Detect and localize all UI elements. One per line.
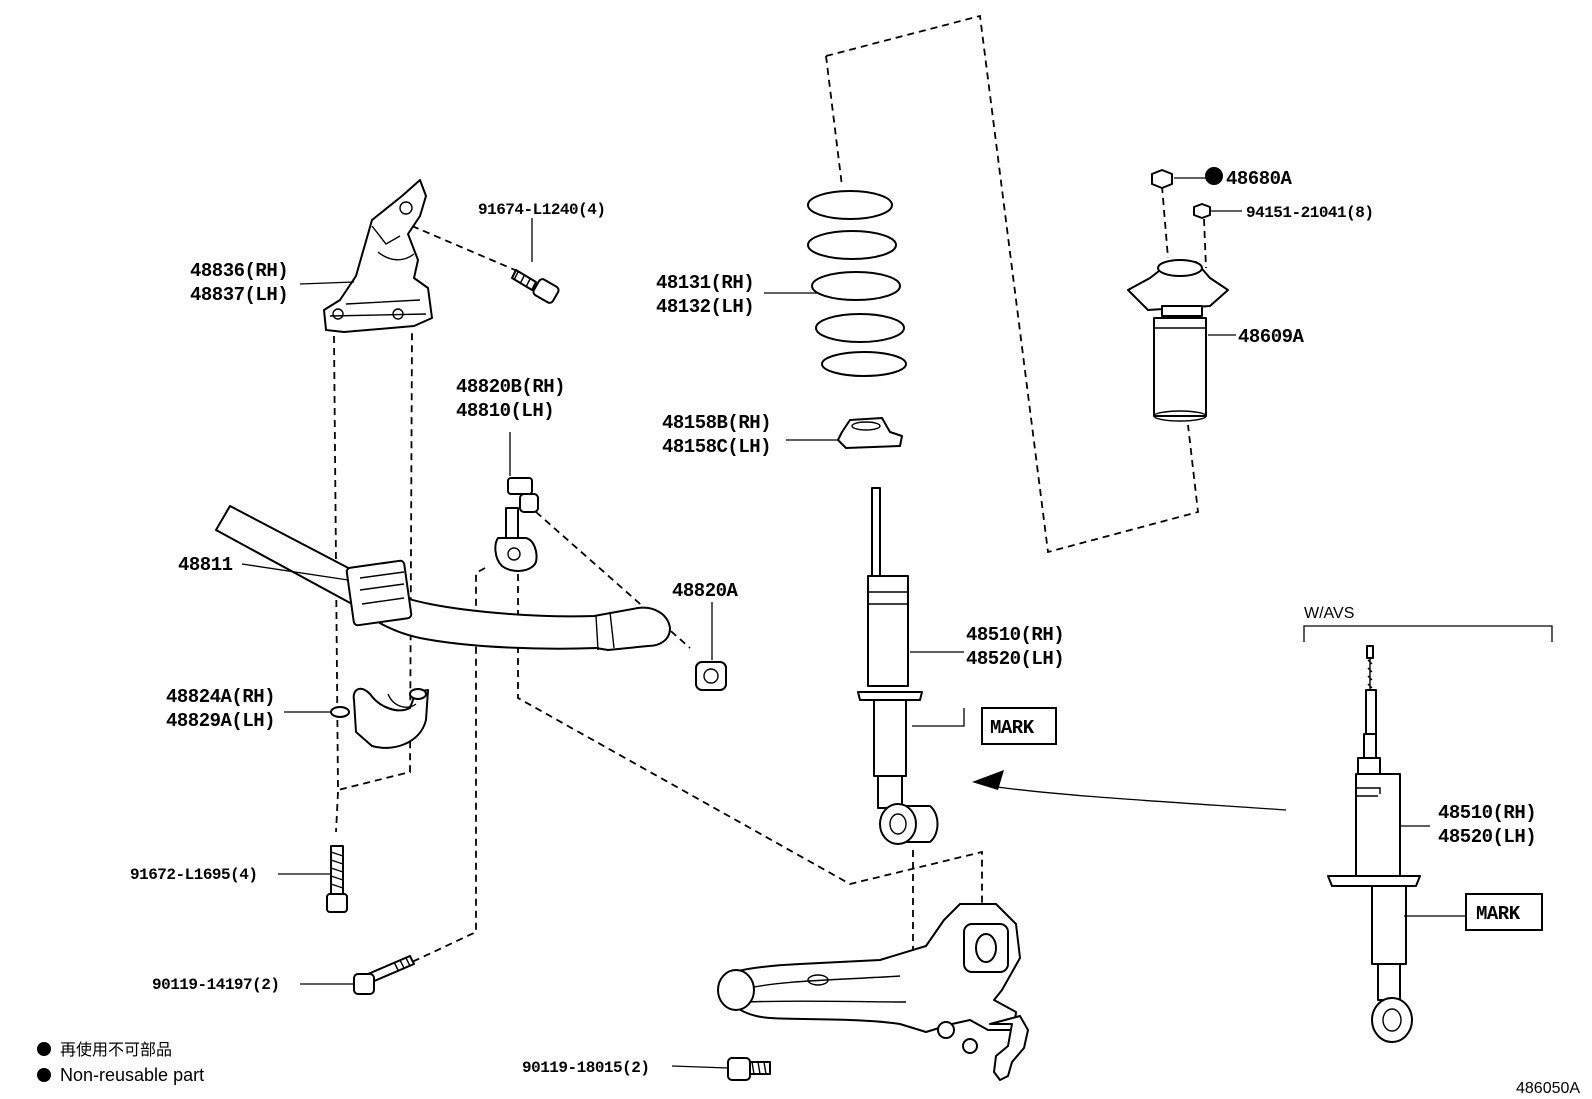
label-shock-lh: 48520(LH) (966, 648, 1064, 670)
label-bolt-arm2: 90119-18015(2) (522, 1059, 649, 1077)
label-mark: MARK (990, 717, 1035, 739)
label-bolt-bracket: 91672-L1695(4) (130, 866, 257, 884)
lower-control-arm (717, 903, 1029, 1081)
link-nut-icon (695, 661, 727, 691)
legend: 再使用不可部品 Non-reusable part (37, 1040, 204, 1085)
figure-id: 486050A (1516, 1080, 1580, 1097)
label-bracket-rh: 48836(RH) (190, 260, 288, 282)
avs-mark-box (1465, 893, 1543, 931)
spring-insulator (837, 417, 903, 449)
label-insulator-lh: 48158C(LH) (662, 436, 771, 458)
label-stabilizer-bar: 48811 (178, 554, 233, 576)
legend-dot-icon (37, 1042, 51, 1056)
bolt-91672-icon (326, 845, 348, 913)
legend-japanese: 再使用不可部品 (60, 1040, 172, 1059)
legend-english: Non-reusable part (60, 1065, 204, 1085)
stabilizer-bracket (323, 179, 433, 333)
top-nut-icon (1151, 169, 1173, 189)
label-link-nut: 48820A (672, 580, 739, 602)
non-reusable-dot-icon (1205, 167, 1223, 185)
suspension-support (1127, 259, 1229, 422)
label-bushing-rh: 48824A(RH) (166, 686, 275, 708)
mount-nut-icon (1193, 203, 1211, 219)
label-spring-rh: 48131(RH) (656, 272, 754, 294)
bolt-91674-icon (511, 269, 560, 304)
assembly-dashed-lines (333, 14, 1207, 1006)
bolt-90119-14197-icon (353, 955, 415, 995)
label-nut-mount: 94151-21041(8) (1246, 204, 1373, 222)
part-labels: 48836(RH) 48837(LH) 91674-L1240(4) 48131… (130, 168, 1537, 1077)
label-avs-mark: MARK (1476, 903, 1521, 925)
label-avs-shock-rh: 48510(RH) (1438, 802, 1536, 824)
label-link-lh: 48810(LH) (456, 400, 554, 422)
stabilizer-link (494, 477, 539, 572)
stabilizer-bar (215, 505, 671, 651)
label-bracket-lh: 48837(LH) (190, 284, 288, 306)
avs-arrow (972, 770, 1287, 811)
label-shock-rh: 48510(RH) (966, 624, 1064, 646)
legend-dot-icon (37, 1068, 51, 1082)
avs-shock-absorber (1327, 645, 1421, 1043)
label-nut-top: 48680A (1226, 168, 1293, 190)
shock-absorber (857, 487, 939, 845)
label-bushing-lh: 48829A(LH) (166, 710, 275, 732)
leader-lines (241, 177, 1466, 1069)
stabilizer-bushing (330, 687, 429, 749)
label-bolt-top: 91674-L1240(4) (478, 201, 605, 219)
label-avs-header: W/AVS (1304, 605, 1354, 622)
bolt-90119-18015-icon (727, 1057, 771, 1081)
coil-spring (807, 190, 907, 377)
label-avs-shock-lh: 48520(LH) (1438, 826, 1536, 848)
label-support: 48609A (1238, 326, 1305, 348)
label-bolt-arm1: 90119-14197(2) (152, 976, 279, 994)
label-spring-lh: 48132(LH) (656, 296, 754, 318)
avs-group-bracket (1303, 625, 1553, 642)
label-insulator-rh: 48158B(RH) (662, 412, 771, 434)
label-link-rh: 48820B(RH) (456, 376, 565, 398)
mark-box (981, 707, 1057, 745)
